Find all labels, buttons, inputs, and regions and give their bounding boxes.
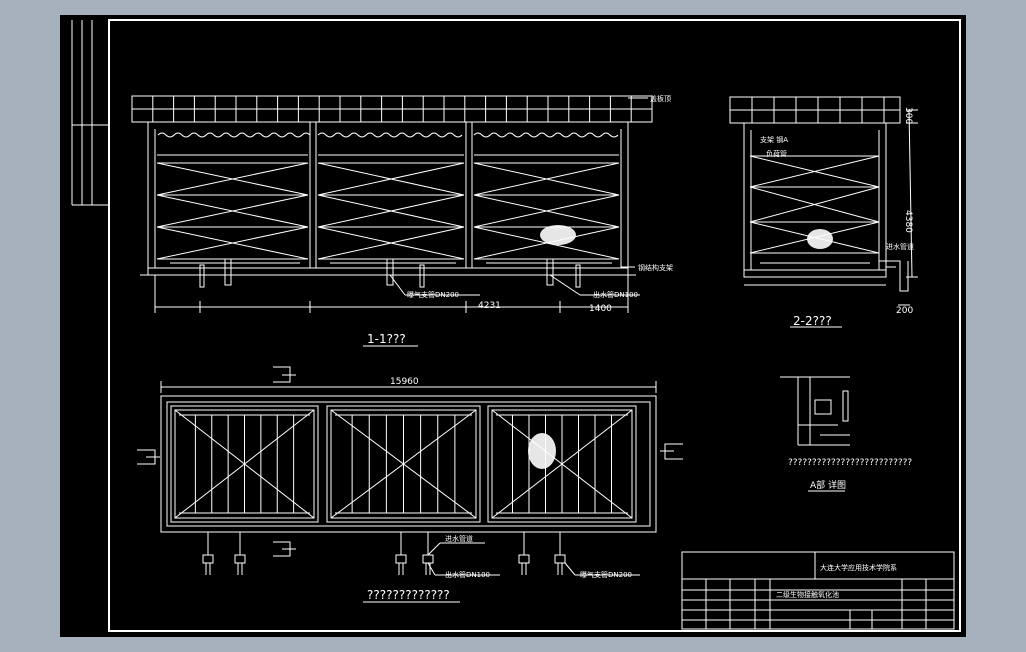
plan-pipe-label-dn200: 曝气支管DN200 — [580, 570, 632, 579]
label-2-2-b: 负荷管 — [766, 149, 787, 158]
pipe-label-dn100: 出水管DN100 — [593, 290, 638, 299]
drawing-area[interactable]: 1-1??? 2-2??? ????????????? ????????????… — [60, 15, 966, 637]
title-block-company: 大连大学应用技术学院系 — [820, 563, 897, 572]
label-2-2-a: 支架 钢A — [760, 135, 788, 144]
plan-inlet-label: 进水管道 — [445, 534, 473, 543]
inlet-label-1-1: 钢结构支架 — [638, 263, 673, 272]
media-blob-plan — [528, 433, 556, 469]
plan-pipe-label-dn100: 出水管DN100 — [445, 570, 490, 579]
drawing-border — [71, 19, 961, 632]
detail-title: ?????????????????????????? — [788, 458, 912, 468]
media-blob-1-1 — [540, 225, 576, 245]
title-block-drawing-name: 二级生物接触氧化池 — [776, 590, 839, 599]
pipe-label-dn200: 曝气支管DN200 — [407, 290, 459, 299]
dimension-300: 300 — [903, 107, 913, 124]
plan-view-title: ????????????? — [367, 588, 450, 602]
detail-a-drawing — [780, 376, 850, 492]
dimension-4380: 4380 — [903, 210, 913, 233]
title-block — [681, 551, 955, 630]
section-1-1-drawing — [131, 95, 653, 347]
section-2-2-drawing — [729, 96, 918, 328]
plan-view-drawing — [137, 366, 683, 603]
inlet-label-2-2: 进水管道 — [886, 242, 914, 251]
cad-drawing[interactable]: 1-1??? 2-2??? ????????????? ????????????… — [60, 15, 966, 637]
media-blob-2-2 — [807, 229, 833, 249]
section-1-1-title: 1-1??? — [367, 332, 406, 346]
dimension-15960: 15960 — [390, 377, 419, 387]
dimension-4231: 4231 — [478, 301, 501, 311]
section-2-2-title: 2-2??? — [793, 314, 832, 328]
dimension-1400: 1400 — [589, 304, 612, 314]
detail-a-label: A部 详图 — [810, 479, 846, 491]
top-label-1-1: 盖板顶 — [650, 94, 671, 103]
dimension-200: 200 — [896, 306, 913, 316]
